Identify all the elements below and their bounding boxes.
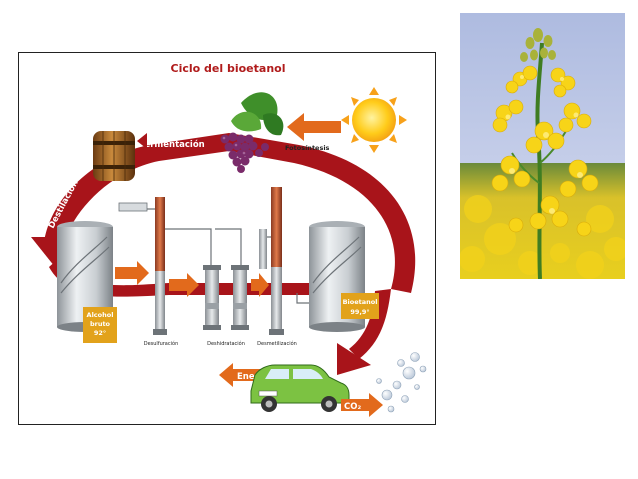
bioethanol-cycle-diagram: Ciclo del bioetanol Fermentación Destila… bbox=[18, 52, 436, 425]
flower-buds bbox=[520, 28, 556, 62]
bioetanol-tank bbox=[309, 221, 365, 332]
bioetanol-label-box bbox=[341, 293, 379, 319]
flower-blossoms bbox=[491, 65, 599, 237]
heat-exchanger bbox=[118, 202, 148, 212]
diagram-canvas: Ciclo del bioetanol Fermentación Destila… bbox=[31, 62, 427, 417]
cycle-arrowhead-bottom bbox=[337, 343, 371, 375]
alcohol-label-line2: bruto bbox=[90, 320, 111, 328]
fermentation-arrowhead bbox=[137, 133, 147, 149]
photosynthesis-arrow bbox=[287, 113, 341, 141]
process-arrow-1 bbox=[115, 261, 149, 285]
barrel-icon bbox=[93, 131, 135, 181]
alcohol-label-line3: 92° bbox=[94, 329, 106, 337]
car-icon bbox=[250, 364, 350, 412]
co2-arrow bbox=[341, 393, 383, 417]
bioetanol-label-line1: Bioetanol bbox=[343, 298, 378, 306]
cycle-arrow-right bbox=[349, 289, 391, 359]
exhaust-bubbles bbox=[376, 352, 427, 413]
label-fotosintesis: Fotosíntesis bbox=[285, 144, 330, 152]
alcohol-label-line1: Alcohol bbox=[87, 311, 114, 319]
rapeseed-flower-photo bbox=[460, 13, 625, 279]
label-fermentacion: Fermentación bbox=[139, 139, 205, 150]
stage-desmetilizacion: Desmetilización bbox=[257, 340, 297, 347]
sun-icon bbox=[341, 87, 407, 153]
desmetilizacion-column bbox=[259, 187, 284, 335]
deshidratacion-vessels bbox=[203, 265, 249, 330]
desulfuracion-column bbox=[153, 197, 167, 335]
diagram-title: Ciclo del bioetanol bbox=[171, 62, 286, 75]
label-co2: CO₂ bbox=[344, 402, 361, 412]
stage-deshidratacion: Deshidratación bbox=[207, 340, 245, 347]
process-arrow-2 bbox=[169, 273, 199, 297]
alcohol-label-box bbox=[83, 307, 117, 343]
photo-canvas bbox=[460, 13, 625, 279]
process-arrow-3 bbox=[251, 273, 269, 297]
stage-desulfuracion: Desulfuración bbox=[144, 340, 179, 347]
bioetanol-label-line2: 99,9° bbox=[350, 308, 369, 316]
grapes-icon bbox=[220, 92, 284, 173]
